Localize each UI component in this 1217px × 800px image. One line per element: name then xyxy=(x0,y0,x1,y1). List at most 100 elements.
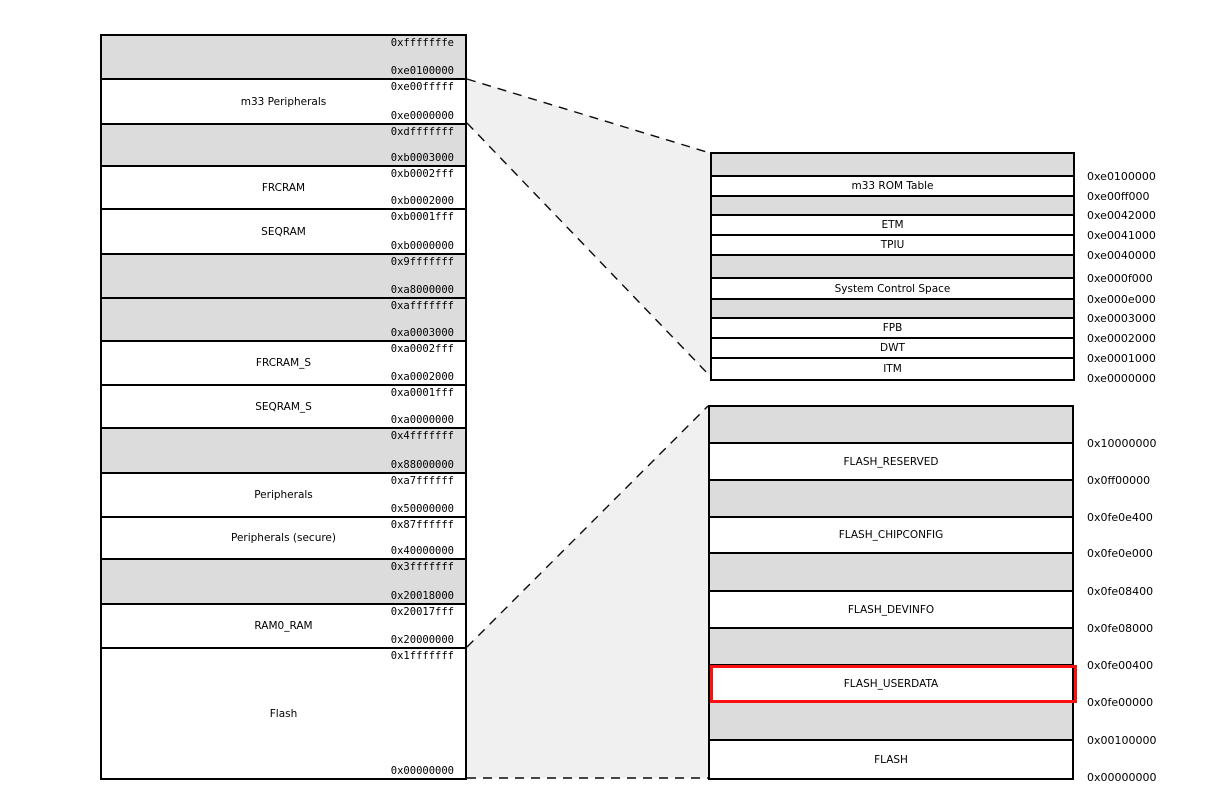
boundary-address-label: 0x00000000 xyxy=(1087,771,1157,784)
detail-region-reserved-2 xyxy=(712,197,1073,216)
boundary-address-label: 0x10000000 xyxy=(1087,437,1157,450)
region-top-address: 0xa0002fff xyxy=(390,343,454,355)
region-top-address: 0xe00fffff xyxy=(390,81,454,93)
boundary-address-label: 0x0fe08400 xyxy=(1087,585,1154,598)
region-bottom-address: 0xa0002000 xyxy=(390,371,454,383)
boundary-address-label: 0x00100000 xyxy=(1087,734,1157,747)
region-top-address: 0x9fffffff xyxy=(390,256,454,268)
detail-region-name-label: FLASH_RESERVED xyxy=(843,455,939,468)
region-name-label: Peripherals xyxy=(254,489,313,501)
region-bottom-address: 0xe0100000 xyxy=(390,65,454,77)
region-bottom-address: 0x50000000 xyxy=(390,503,454,515)
zoom-cone-peripherals xyxy=(467,79,710,376)
region-top-address: 0x4fffffff xyxy=(390,430,454,442)
region-name-label: FRCRAM xyxy=(261,181,306,194)
zoom-cone-flash xyxy=(467,406,708,778)
boundary-address-label: 0xe0003000 xyxy=(1087,312,1156,325)
boundary-address-label: 0xe0002000 xyxy=(1087,332,1156,345)
region-name-label: SEQRAM_S xyxy=(255,400,312,413)
detail-region-flash-userdata: FLASH_USERDATA xyxy=(710,665,1077,703)
memory-region-reserved-12: 0x3fffffff 0x20018000 xyxy=(102,560,465,605)
region-top-address: 0xb0002fff xyxy=(390,168,454,180)
detail-region-reserved-7 xyxy=(712,300,1073,319)
memory-region-m33-peripherals: 0xe00fffff 0xe0000000 m33 Peripherals xyxy=(102,80,465,125)
detail-region-name-label: ETM xyxy=(881,219,904,231)
detail-region-name-label: FLASH_CHIPCONFIG xyxy=(838,529,944,541)
memory-region-frcram-s: 0xa0002fff 0xa0002000 FRCRAM_S xyxy=(102,342,465,386)
boundary-address-label: 0xe000f000 xyxy=(1087,272,1153,285)
boundary-address-label: 0xe0001000 xyxy=(1087,352,1156,365)
memory-region-seqram: 0xb0001fff 0xb0000000 SEQRAM xyxy=(102,210,465,255)
boundary-address-label: 0xe00ff000 xyxy=(1087,190,1150,203)
boundary-address-label: 0x0fe00400 xyxy=(1087,659,1154,672)
region-name-label: m33 Peripherals xyxy=(240,95,327,108)
region-bottom-address: 0x20018000 xyxy=(390,590,454,602)
detail-region-flash-reserved: FLASH_RESERVED xyxy=(710,444,1072,481)
zoom-cone-flash-top-dashed-line xyxy=(466,405,709,648)
region-bottom-address: 0xe0000000 xyxy=(390,110,454,122)
detail-region-name-label: m33 ROM Table xyxy=(851,180,934,192)
region-bottom-address: 0xb0003000 xyxy=(390,152,454,164)
detail-region-name-label: System Control Space xyxy=(834,282,951,295)
region-top-address: 0x3fffffff xyxy=(390,561,454,573)
memory-region-seqram-s: 0xa0001fff 0xa0000000 SEQRAM_S xyxy=(102,386,465,429)
region-top-address: 0xb0001fff xyxy=(390,211,454,223)
region-bottom-address: 0xb0000000 xyxy=(390,240,454,252)
detail-region-reserved-0 xyxy=(710,407,1072,444)
memory-region-peripherals: 0xa7ffffff 0x50000000 Peripherals xyxy=(102,474,465,518)
region-top-address: 0xfffffffe xyxy=(390,37,454,49)
memory-region-reserved-6: 0xafffffff 0xa0003000 xyxy=(102,299,465,342)
region-name-label: Peripherals (secure) xyxy=(230,532,336,544)
detail-region-reserved-6 xyxy=(710,629,1072,666)
detail-region-reserved-2 xyxy=(710,481,1072,518)
memory-region-reserved-2: 0xdfffffff 0xb0003000 xyxy=(102,125,465,167)
memory-region-frcram: 0xb0002fff 0xb0002000 FRCRAM xyxy=(102,167,465,210)
region-name-label: RAM0_RAM xyxy=(254,620,313,632)
detail-region-reserved-5 xyxy=(712,256,1073,279)
detail-region-name-label: FPB xyxy=(882,322,903,334)
detail-region-reserved-8 xyxy=(710,703,1072,741)
detail-region-dwt: DWT xyxy=(712,339,1073,359)
region-bottom-address: 0x88000000 xyxy=(390,459,454,471)
memory-region-peripherals-secure: 0x87ffffff 0x40000000 Peripherals (secure) xyxy=(102,518,465,560)
region-bottom-address: 0x40000000 xyxy=(390,545,454,557)
detail-region-flash-devinfo: FLASH_DEVINFO xyxy=(710,592,1072,629)
detail-region-reserved-4 xyxy=(710,554,1072,592)
boundary-address-label: 0xe0041000 xyxy=(1087,229,1156,242)
region-top-address: 0x87ffffff xyxy=(390,519,454,531)
detail-region-name-label: FLASH xyxy=(874,753,908,766)
detail-region-name-label: FLASH_DEVINFO xyxy=(847,603,935,616)
region-bottom-address: 0xa8000000 xyxy=(390,284,454,296)
region-top-address: 0x20017fff xyxy=(390,606,454,618)
memory-region-reserved-5: 0x9fffffff 0xa8000000 xyxy=(102,255,465,299)
detail-region-name-label: FLASH_USERDATA xyxy=(843,677,939,690)
region-top-address: 0xdfffffff xyxy=(390,126,454,138)
detail-region-name-label: TPIU xyxy=(880,239,905,251)
main-memory-map: 0xfffffffe 0xe0100000 0xe00fffff 0xe0000000… xyxy=(100,34,467,780)
region-bottom-address: 0x20000000 xyxy=(390,634,454,646)
region-name-label: FRCRAM_S xyxy=(255,357,312,369)
region-top-address: 0xa7ffffff xyxy=(390,475,454,487)
region-top-address: 0x1fffffff xyxy=(390,650,454,662)
region-bottom-address: 0xa0000000 xyxy=(390,414,454,426)
detail-region-tpiu: TPIU xyxy=(712,236,1073,256)
boundary-address-label: 0xe0000000 xyxy=(1087,372,1156,385)
detail-region-etm: ETM xyxy=(712,216,1073,236)
region-bottom-address: 0xb0002000 xyxy=(390,195,454,207)
region-top-address: 0xa0001fff xyxy=(390,387,454,399)
region-bottom-address: 0xa0003000 xyxy=(390,327,454,339)
detail-region-name-label: DWT xyxy=(880,342,905,354)
detail-region-reserved-0 xyxy=(712,154,1073,177)
detail-region-fpb: FPB xyxy=(712,319,1073,339)
zoom-cone-peripherals-bottom-dashed-line xyxy=(466,122,711,377)
region-name-label: Flash xyxy=(269,707,298,720)
boundary-address-label: 0x0fe00000 xyxy=(1087,696,1154,709)
boundary-address-label: 0xe000e000 xyxy=(1087,293,1156,306)
region-name-label: SEQRAM xyxy=(261,225,306,238)
boundary-address-label: 0x0fe0e000 xyxy=(1087,547,1153,560)
boundary-address-label: 0x0fe0e400 xyxy=(1087,511,1153,524)
region-top-address: 0xafffffff xyxy=(390,300,454,312)
